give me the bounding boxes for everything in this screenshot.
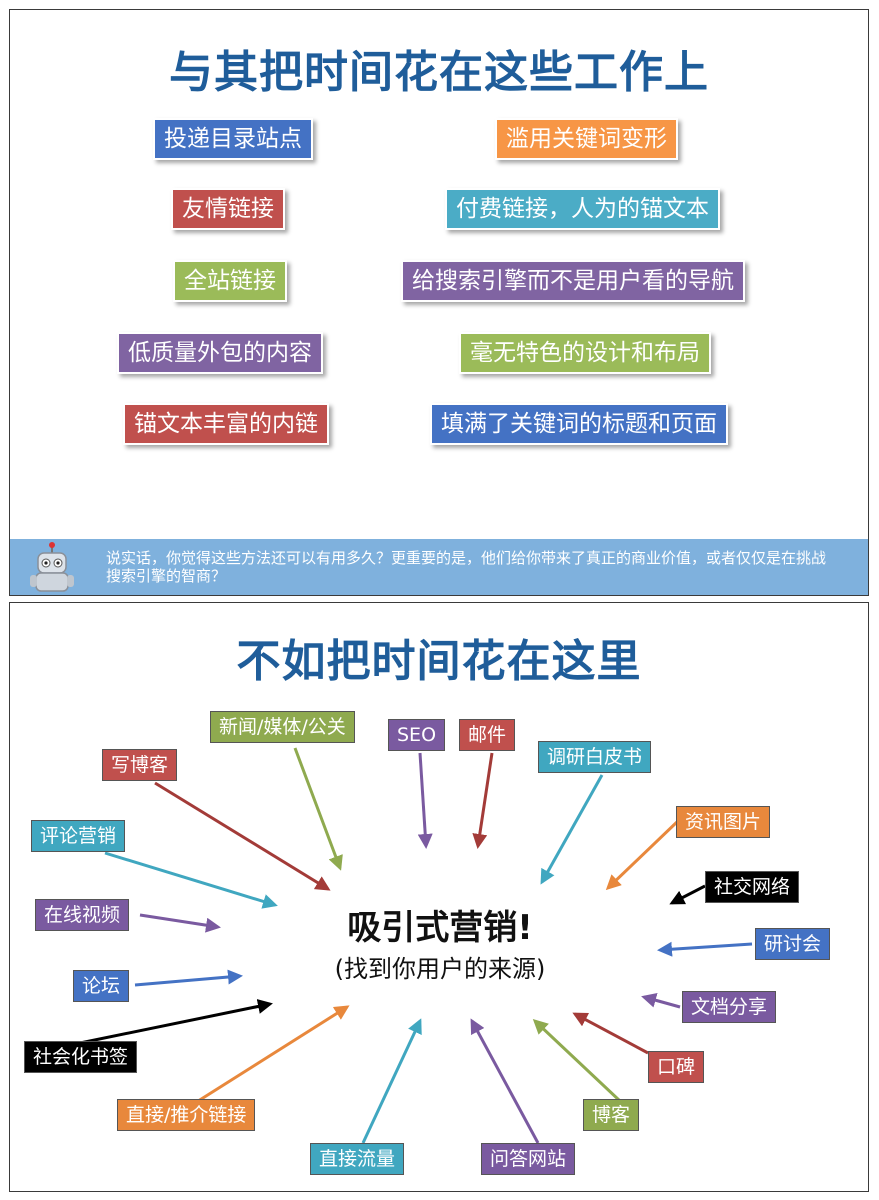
center-main-text: 吸引式营销!: [347, 908, 533, 948]
arrow-whitepaper: [540, 774, 604, 885]
label-direct-referral-links: 直接/推介链接: [117, 1099, 256, 1131]
arrow-bookmark: [79, 999, 273, 1045]
top-title: 与其把时间花在这些工作上: [169, 47, 709, 98]
tag-generic-design: 毫无特色的设计和布局: [459, 332, 711, 374]
label-blog: 博客: [583, 1099, 640, 1131]
label-forum: 论坛: [73, 970, 130, 1002]
arrow-seminar: [657, 941, 753, 957]
arrow-comment: [104, 851, 278, 909]
arrow-news: [293, 747, 343, 871]
arrow-video: [139, 913, 221, 933]
footer-bar: 说实话，你觉得这些方法还可以有用多久？更重要的是，他们给你带来了真正的商业价值，…: [10, 539, 868, 595]
arrow-seo: [417, 752, 433, 849]
arrow-social: [669, 884, 706, 905]
tag-link-exchange: 友情链接: [171, 188, 285, 230]
arrow-qa: [470, 1018, 540, 1144]
arrow-wom: [572, 1012, 649, 1055]
tag-low-quality-content: 低质量外包的内容: [117, 332, 323, 374]
label-document-sharing: 文档分享: [682, 991, 777, 1023]
bottom-panel: 不如把时间花在这里 吸引式营销! (找到你用户的来源) 新闻/媒体/公关 SEO…: [9, 602, 869, 1192]
label-social-network: 社交网络: [705, 871, 800, 903]
bottom-title: 不如把时间花在这里: [236, 636, 642, 687]
tag-keyword-stuffing: 滥用关键词变形: [495, 118, 678, 160]
tag-sitewide-links: 全站链接: [173, 260, 287, 302]
label-direct-traffic: 直接流量: [310, 1143, 405, 1175]
arrow-docshare: [641, 992, 681, 1009]
label-social-bookmarking: 社会化书签: [24, 1041, 138, 1073]
label-seo: SEO: [388, 719, 446, 751]
tag-keyword-filled-titles: 填满了关键词的标题和页面: [430, 403, 728, 445]
arrows-layer: [79, 747, 753, 1144]
label-comment-marketing: 评论营销: [31, 820, 126, 852]
arrow-referral: [194, 1005, 350, 1105]
label-news-media-pr: 新闻/媒体/公关: [210, 711, 355, 743]
label-blogging: 写博客: [102, 749, 178, 781]
arrow-direct: [361, 1018, 422, 1144]
center-sub-text: (找到你用户的来源): [334, 955, 546, 983]
label-online-video: 在线视频: [35, 899, 130, 931]
label-seminar: 研讨会: [755, 928, 831, 960]
label-qa-sites: 问答网站: [481, 1143, 576, 1175]
arrow-email: [472, 752, 494, 849]
top-panel: 与其把时间花在这些工作上 投递目录站点 滥用关键词变形 友情链接 付费链接，人为…: [9, 9, 869, 596]
label-word-of-mouth: 口碑: [648, 1051, 705, 1083]
arrow-infographic: [605, 819, 680, 891]
tag-search-engine-navigation: 给搜索引擎而不是用户看的导航: [401, 260, 745, 302]
arrow-forum: [134, 969, 243, 987]
tag-anchor-rich-internal-links: 锚文本丰富的内链: [123, 403, 329, 445]
label-whitepaper: 调研白皮书: [538, 741, 652, 773]
arrow-blog: [532, 1018, 622, 1103]
tag-paid-links: 付费链接，人为的锚文本: [445, 188, 720, 230]
footer-text: 说实话，你觉得这些方法还可以有用多久？更重要的是，他们给你带来了真正的商业价值，…: [106, 549, 827, 585]
tag-directory-submission: 投递目录站点: [153, 118, 313, 160]
label-email: 邮件: [459, 719, 516, 751]
label-infographics: 资讯图片: [676, 806, 771, 838]
arrow-blogging: [154, 781, 331, 891]
robot-icon: [30, 542, 74, 592]
